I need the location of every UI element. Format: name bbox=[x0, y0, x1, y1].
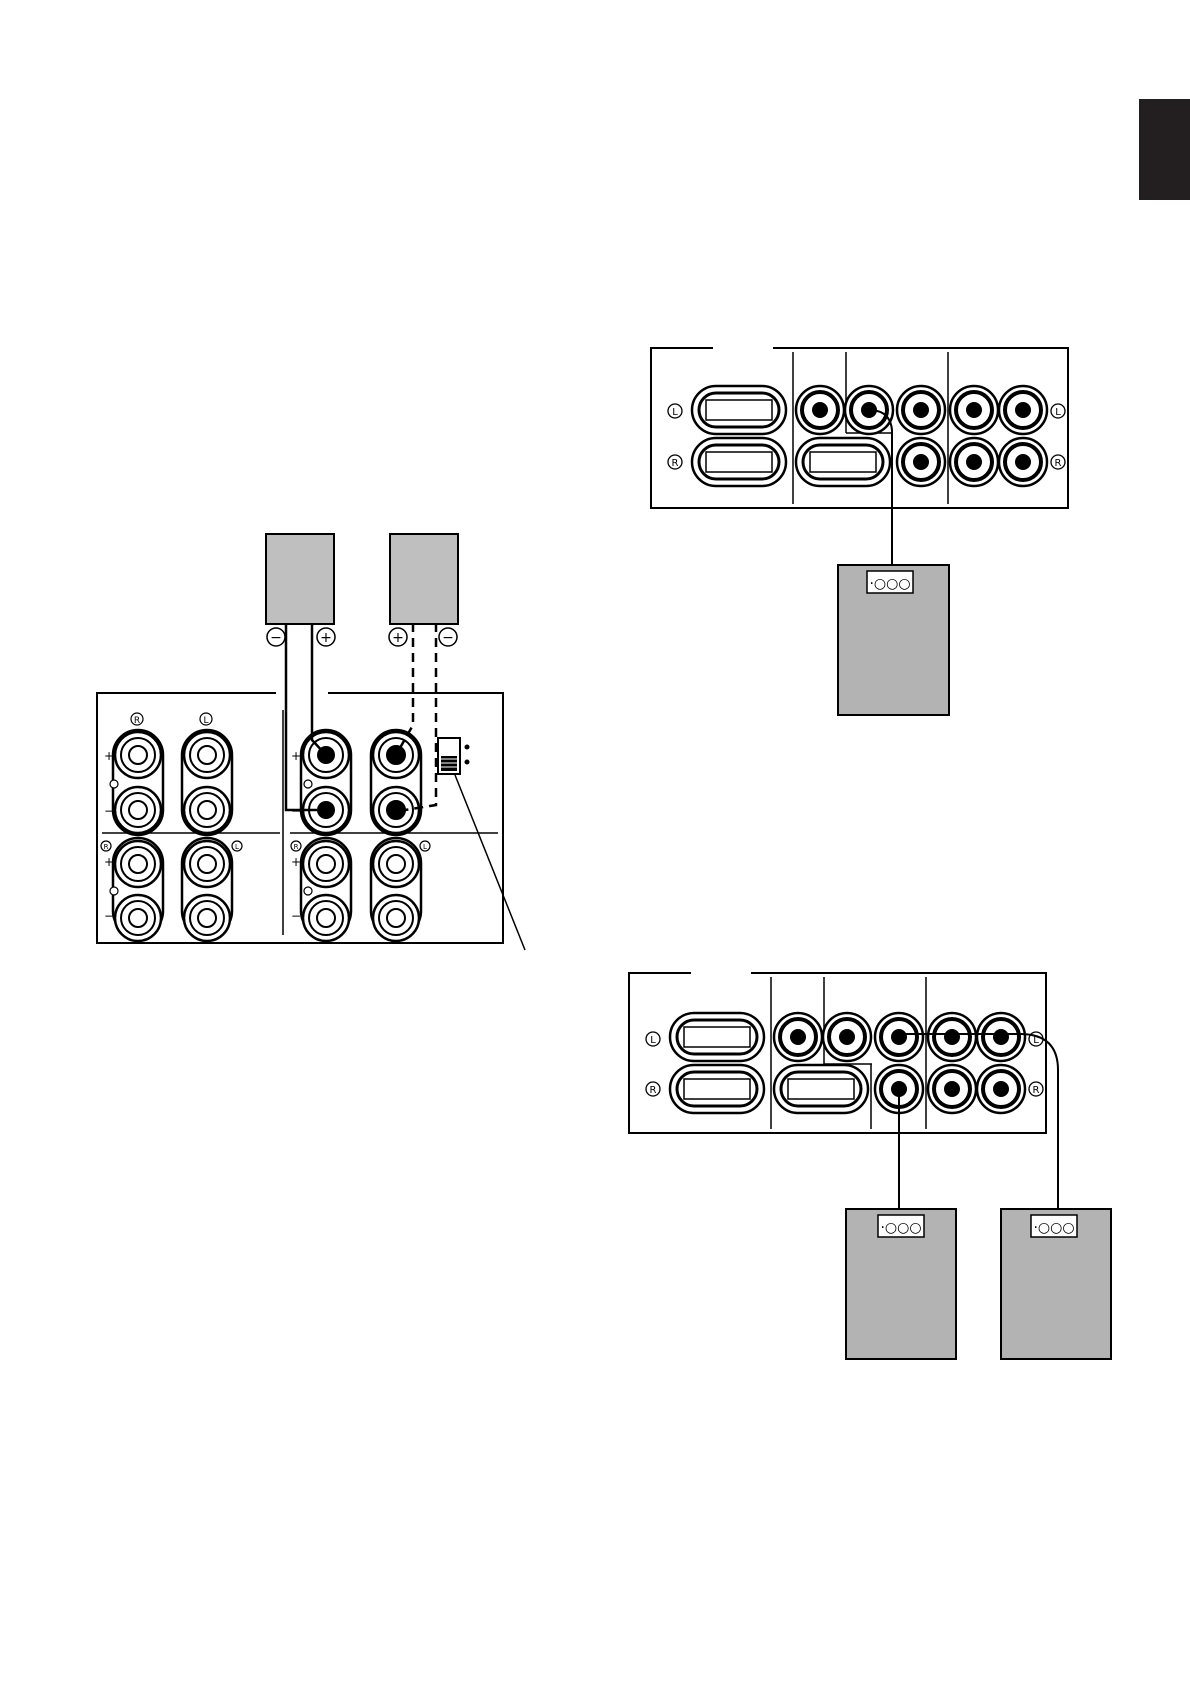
svg-text:L: L bbox=[672, 407, 678, 418]
svg-text:L: L bbox=[1055, 407, 1061, 418]
binding-post bbox=[303, 895, 349, 941]
binding-post bbox=[303, 841, 349, 887]
speaker-terminal-diagram: − + + − R L bbox=[97, 534, 525, 950]
rca-jack bbox=[796, 386, 844, 434]
binding-post bbox=[184, 732, 230, 778]
svg-text:−: − bbox=[270, 630, 282, 646]
svg-text:−: − bbox=[442, 630, 454, 646]
binding-post bbox=[373, 841, 419, 887]
binding-post bbox=[184, 787, 230, 833]
plus-marker: + bbox=[104, 749, 114, 763]
svg-text:L: L bbox=[650, 1035, 656, 1046]
rca-jack bbox=[928, 1065, 976, 1113]
rca-jack bbox=[999, 386, 1047, 434]
binding-post bbox=[115, 732, 161, 778]
svg-text:R: R bbox=[294, 843, 299, 851]
channel-r-marker: R bbox=[131, 713, 143, 726]
svg-text:L: L bbox=[423, 843, 427, 851]
svg-text:+: + bbox=[392, 630, 404, 646]
speaker-a-minus-marker: − bbox=[267, 628, 285, 646]
binding-post bbox=[373, 895, 419, 941]
speaker-b-plus-marker: + bbox=[389, 628, 407, 646]
rca-jack-pair bbox=[774, 1065, 868, 1113]
rca-jack bbox=[823, 1013, 871, 1061]
svg-text:L: L bbox=[203, 716, 208, 726]
minus-marker: − bbox=[291, 909, 301, 923]
svg-text:R: R bbox=[650, 1085, 657, 1096]
rca-jack bbox=[897, 438, 945, 486]
binding-post bbox=[115, 787, 161, 833]
binding-post bbox=[184, 895, 230, 941]
rca-connection-diagram-top: L R L R ·○○○ bbox=[651, 344, 1068, 715]
svg-text:+: + bbox=[320, 630, 332, 646]
rca-jack bbox=[977, 1065, 1025, 1113]
plus-marker: + bbox=[104, 855, 114, 869]
speaker-b-minus-marker: − bbox=[439, 628, 457, 646]
rca-jack bbox=[774, 1013, 822, 1061]
minus-marker: − bbox=[104, 804, 114, 818]
binding-post bbox=[115, 841, 161, 887]
rca-jack-pair bbox=[796, 438, 890, 486]
speaker-a bbox=[266, 534, 334, 624]
svg-text:R: R bbox=[1055, 458, 1062, 469]
rca-jack-pair bbox=[692, 386, 786, 434]
rca-connection-diagram-bottom: L R L R ·○○○ ·○○○ bbox=[629, 969, 1111, 1359]
binding-post bbox=[184, 841, 230, 887]
svg-text:L: L bbox=[235, 843, 239, 851]
rca-jack bbox=[950, 386, 998, 434]
rca-jack-connected bbox=[875, 1013, 923, 1061]
svg-text:R: R bbox=[672, 458, 679, 469]
channel-l-marker: L bbox=[200, 713, 212, 726]
minus-marker: − bbox=[104, 909, 114, 923]
plus-marker: + bbox=[291, 855, 301, 869]
rca-jack-pair bbox=[692, 438, 786, 486]
svg-text:R: R bbox=[1033, 1085, 1040, 1096]
rca-jack bbox=[950, 438, 998, 486]
speaker-b bbox=[390, 534, 458, 624]
svg-text:R: R bbox=[104, 843, 109, 851]
rca-jack-pair bbox=[670, 1065, 764, 1113]
rca-jack bbox=[897, 386, 945, 434]
rca-jack-pair bbox=[670, 1013, 764, 1061]
device-input-label: ·○○○ bbox=[869, 576, 910, 592]
rca-jack bbox=[928, 1013, 976, 1061]
rca-jack bbox=[999, 438, 1047, 486]
binding-post bbox=[115, 895, 161, 941]
svg-text:R: R bbox=[134, 716, 140, 726]
speaker-a-plus-marker: + bbox=[317, 628, 335, 646]
rca-jack bbox=[977, 1013, 1025, 1061]
device-2-input-label: ·○○○ bbox=[1033, 1220, 1074, 1236]
plus-marker: + bbox=[291, 749, 301, 763]
device-1-input-label: ·○○○ bbox=[880, 1220, 921, 1236]
